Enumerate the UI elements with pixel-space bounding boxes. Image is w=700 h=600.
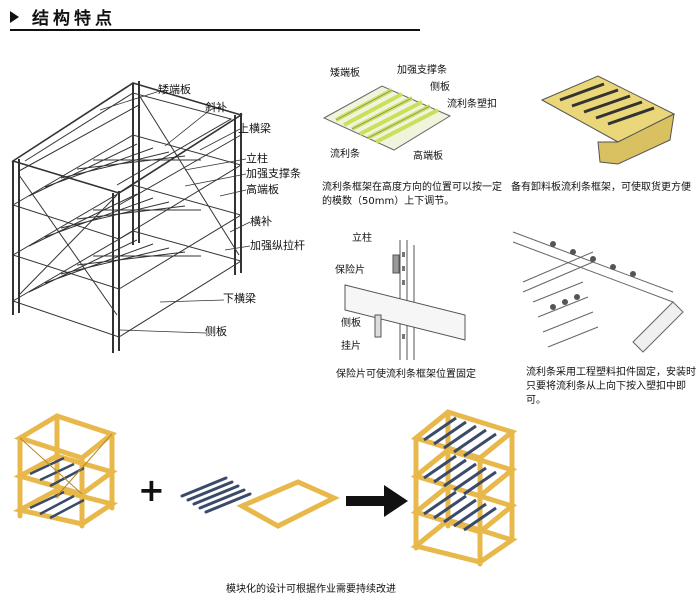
- safety-label-hanger: 挂片: [341, 341, 361, 352]
- label-end-board-tall: 高端板: [246, 183, 279, 196]
- frame-label-roller-track: 流利条: [330, 149, 360, 160]
- safety-caption: 保险片可使流利条框架位置固定: [336, 369, 476, 380]
- triangle-bullet-icon: [10, 11, 19, 23]
- safety-label-side-plate: 侧板: [341, 318, 361, 329]
- rack-after-drawing: [410, 409, 518, 567]
- frame-label-end-board-short: 矮端板: [330, 68, 360, 79]
- arrow-right-icon: [346, 485, 408, 517]
- header-underline: [10, 29, 420, 31]
- label-top-beam: 上横梁: [238, 122, 271, 135]
- unload-caption: 备有卸料板流利条框架，可使取货更方便: [511, 182, 691, 193]
- label-reinforce-bar: 加强支撑条: [246, 167, 301, 180]
- safety-label-upright: 立柱: [352, 233, 372, 244]
- frame-label-reinforce-bar: 加强支撑条: [397, 65, 447, 76]
- frame-caption: 流利条框架在高度方向的位置可以按一定的模数（50mm）上下调节。: [322, 182, 502, 207]
- roller-frame-drawing: [322, 85, 452, 151]
- plus-sign: +: [138, 471, 165, 509]
- safety-clip-drawing: [344, 240, 466, 360]
- section-title: 结构特点: [32, 9, 116, 29]
- section-header: 结构特点: [10, 4, 700, 31]
- unload-tray-drawing: [540, 75, 676, 165]
- label-cross-brace: 横补: [250, 215, 272, 228]
- label-bottom-beam: 下横梁: [223, 292, 256, 305]
- frame-label-clip: 流利条塑扣: [447, 99, 497, 110]
- frame-label-side-plate: 侧板: [430, 82, 450, 93]
- clip-caption: 流利条采用工程塑料扣件固定，安装时只要将流利条从上向下按入塑扣中即可。: [526, 367, 696, 406]
- modular-caption: 模块化的设计可根据作业需要持续改进: [226, 584, 396, 595]
- main-rack-drawing: [11, 81, 243, 353]
- label-upright: 立柱: [246, 152, 268, 165]
- safety-label-clip: 保险片: [335, 265, 365, 276]
- parts-drawing: [180, 476, 340, 529]
- rack-before-drawing: [12, 413, 119, 529]
- label-end-board-short: 矮端板: [158, 83, 191, 96]
- label-diagonal: 斜补: [205, 101, 227, 114]
- label-long-tie: 加强纵拉杆: [250, 239, 305, 252]
- label-side-plate: 侧板: [205, 325, 227, 338]
- frame-label-end-board-tall: 高端板: [413, 151, 443, 162]
- plastic-clip-drawing: [512, 231, 684, 353]
